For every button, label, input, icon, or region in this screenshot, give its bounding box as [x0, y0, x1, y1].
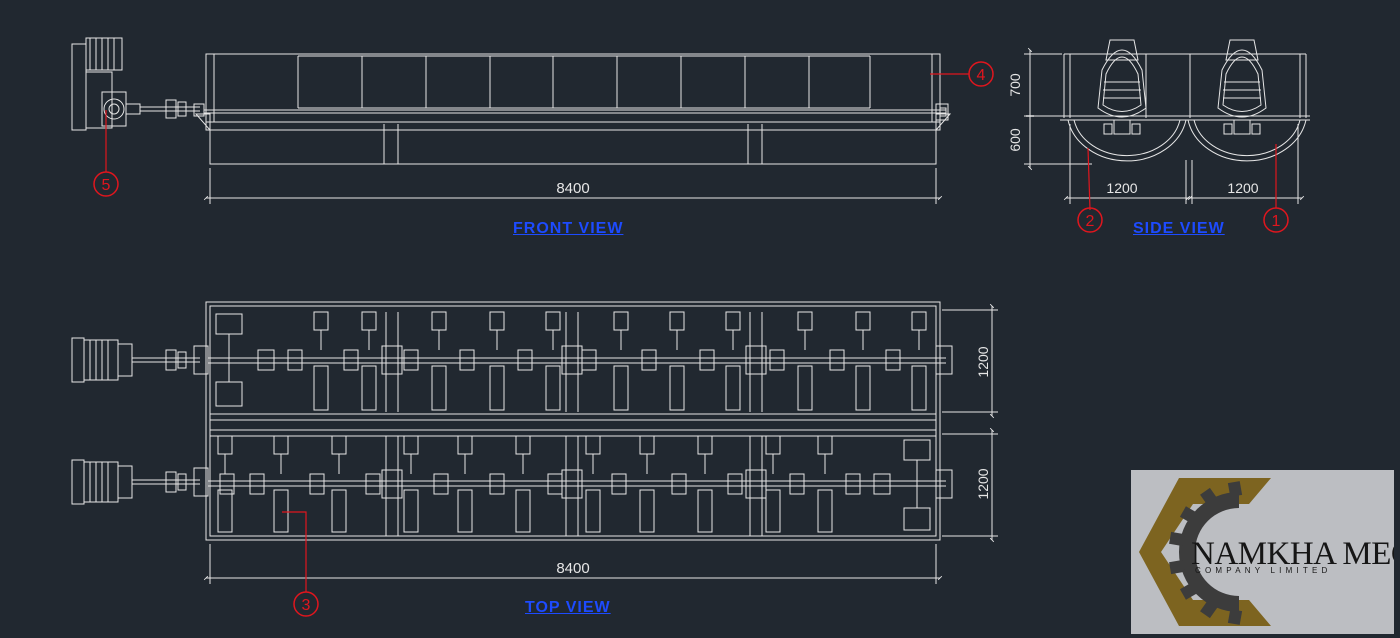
side-left-width-dimension: 1200	[1106, 180, 1137, 196]
top-width-dimensions	[942, 303, 998, 543]
top-lower-width-dimension: 1200	[975, 468, 991, 499]
callout-1: 1	[1263, 207, 1289, 233]
side-lower-height-dimension: 600	[1007, 128, 1023, 152]
side-right-width-dimension: 1200	[1227, 180, 1258, 196]
top-upper-paddle-shaft	[208, 312, 953, 412]
svg-text:5: 5	[102, 177, 111, 194]
gear-icon	[1139, 478, 1271, 626]
top-length-dimension: 8400	[556, 560, 589, 577]
front-shaft	[140, 99, 946, 119]
top-lower-paddles	[217, 435, 833, 533]
top-length-dimension-line	[203, 544, 943, 584]
top-lower-paddle-shaft	[208, 436, 953, 536]
callout-3: 3	[293, 591, 319, 617]
company-subtitle: COMPANY LIMITED	[1195, 566, 1332, 575]
side-view-title: SIDE VIEW	[1133, 220, 1225, 237]
side-vertical-dimensions	[1024, 47, 1092, 171]
front-view-title: FRONT VIEW	[513, 220, 624, 237]
side-upper-height-dimension: 700	[1007, 73, 1023, 97]
side-left-drive	[1097, 39, 1147, 135]
svg-text:3: 3	[302, 597, 311, 614]
front-view	[71, 37, 952, 204]
side-right-drive	[1217, 39, 1267, 135]
top-view	[71, 301, 998, 584]
side-view	[1024, 39, 1310, 204]
top-upper-paddles	[313, 311, 927, 411]
svg-text:4: 4	[977, 67, 986, 84]
side-horizontal-dimensions	[1063, 124, 1305, 204]
top-view-title: TOP VIEW	[525, 599, 611, 616]
callout-4: 4	[968, 61, 994, 87]
svg-text:2: 2	[1086, 213, 1095, 230]
company-logo: NAMKHA MEC COMPANY LIMITED	[1131, 470, 1394, 634]
svg-text:1: 1	[1272, 213, 1281, 230]
callout-leaders	[105, 73, 1277, 592]
company-name: NAMKHA MEC	[1191, 536, 1394, 572]
callout-2: 2	[1077, 207, 1103, 233]
front-tank	[194, 53, 952, 165]
front-drive-motor	[71, 37, 141, 131]
callout-5: 5	[93, 171, 119, 197]
top-lower-motor	[71, 459, 209, 505]
front-dimension-line	[203, 168, 943, 204]
top-upper-width-dimension: 1200	[975, 346, 991, 377]
front-length-dimension: 8400	[556, 180, 589, 197]
top-upper-motor	[71, 337, 209, 383]
